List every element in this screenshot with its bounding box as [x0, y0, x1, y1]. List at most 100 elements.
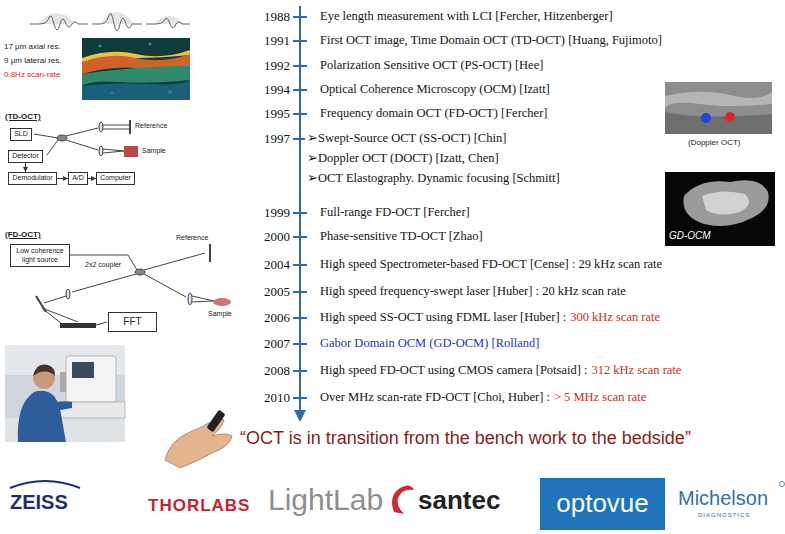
timeline-axis	[293, 291, 307, 293]
detector-box: Detector	[8, 150, 43, 163]
year-label: 1995	[264, 106, 290, 122]
box-label: Detector	[12, 152, 38, 160]
doppler-oct-image	[665, 82, 772, 134]
td-oct-schematic	[99, 146, 103, 156]
arm-label: Reference	[135, 122, 167, 130]
company-logo: Michelson	[678, 486, 768, 510]
td-oct-schematic	[103, 125, 129, 126]
schematic-title: (FD-OCT)	[5, 230, 41, 240]
timeline-axis	[293, 6, 307, 422]
timeline-axis	[293, 65, 307, 67]
fd-oct-schematic	[209, 244, 211, 262]
td-oct-schematic	[124, 146, 138, 157]
event-text: Polarization Sensitive OCT (PS-OCT) [Hee…	[320, 58, 543, 73]
light-source-box: Low coherence light source	[10, 244, 70, 267]
signal-arrow	[88, 178, 96, 179]
electronics-box: Computer	[96, 172, 135, 185]
company-logo: santec	[418, 485, 500, 516]
event-text: High speed SS-OCT using FDML laser [Hube…	[320, 310, 566, 325]
td-oct-schematic	[66, 128, 98, 136]
doppler-oct-image	[701, 113, 711, 123]
retina-oct-image	[168, 90, 172, 94]
timeline-axis	[293, 40, 307, 42]
gd-ocm-image	[665, 172, 775, 246]
fd-oct-schematic	[96, 322, 107, 325]
year-label: 1997	[264, 131, 290, 147]
retina-oct-image	[82, 38, 190, 100]
retina-oct-image	[149, 43, 152, 46]
timeline-axis	[293, 397, 307, 399]
event-text: High speed frequency-swept laser [Huber]…	[320, 284, 626, 299]
company-logo: THORLABS	[148, 496, 250, 516]
timeline-axis	[293, 317, 307, 319]
box-label: Demodulator	[12, 174, 52, 182]
interference-waveform	[30, 16, 88, 30]
year-label: 2007	[264, 336, 290, 352]
handheld-probe-photo	[206, 410, 225, 433]
timeline-axis	[293, 89, 307, 91]
year-label: 1992	[264, 58, 290, 74]
quote-text: “OCT is in transition from the bench wor…	[240, 428, 691, 450]
interference-waveform	[146, 18, 190, 28]
clinical-photo	[5, 345, 125, 442]
fd-oct-schematic	[192, 296, 214, 301]
td-oct-schematic	[103, 149, 124, 151]
timeline-axis	[293, 16, 307, 18]
company-logo: ZEISS	[10, 490, 68, 514]
company-logo-subtitle: DIAGNOSTICS	[698, 512, 750, 519]
arm-label: Sample	[208, 310, 232, 318]
box-label: optovue	[556, 488, 649, 519]
doppler-oct-image	[725, 112, 735, 122]
year-label: 1999	[264, 205, 290, 221]
company-logo: LightLab	[268, 482, 383, 518]
resolution-note: 9 μm lateral res.	[4, 56, 62, 66]
fd-oct-schematic	[213, 298, 231, 306]
clinical-photo	[60, 372, 66, 392]
clinical-photo	[72, 362, 94, 378]
resolution-note: 17 μm axial res.	[4, 42, 61, 52]
logo-marks	[392, 485, 414, 514]
scan-rate-highlight: 312 kHz scan rate	[591, 363, 681, 378]
event-text: Over MHz scan-rate FD-OCT [Choi, Huber] …	[320, 390, 550, 405]
box-label: A/D	[72, 174, 84, 182]
td-oct-schematic	[103, 129, 129, 130]
image-label: GD-OCM	[669, 230, 711, 242]
retina-oct-image	[82, 80, 190, 100]
year-label: 1988	[264, 9, 290, 25]
fd-oct-schematic	[192, 301, 214, 302]
fd-oct-schematic	[188, 293, 192, 305]
gd-ocm-image	[702, 191, 749, 214]
clinical-photo	[18, 391, 66, 442]
event-text: Eye length measurement with LCI [Fercher…	[320, 9, 613, 24]
clinical-photo	[5, 345, 125, 442]
year-label: 2004	[264, 257, 290, 273]
schematic-title: (TD-OCT)	[5, 112, 41, 122]
td-oct-schematic	[47, 140, 58, 155]
event-text: Frequency domain OCT (FD-OCT) [Fercher]	[320, 106, 548, 121]
scan-rate-highlight: 300 kHz scan rate	[570, 310, 660, 325]
light-source-box: SLD	[10, 128, 32, 141]
timeline-axis	[293, 370, 307, 372]
timeline-axis	[293, 264, 307, 266]
timeline-axis	[293, 113, 307, 115]
signal-arrow	[57, 178, 68, 179]
timeline-axis	[293, 17, 307, 398]
fd-oct-schematic	[135, 269, 145, 275]
year-label: 2000	[264, 229, 290, 245]
doppler-oct-image	[665, 82, 772, 134]
gd-ocm-image	[665, 172, 775, 246]
year-label: 1991	[264, 33, 290, 49]
box-label: Low coherence light source	[14, 247, 66, 264]
handheld-probe-photo	[165, 410, 232, 468]
year-label: 2006	[264, 310, 290, 326]
timeline-axis	[293, 236, 307, 238]
event-text: Gabor Domain OCM (GD-OCM) [Rolland]	[320, 336, 539, 351]
td-oct-schematic	[99, 122, 103, 132]
fd-oct-schematic	[144, 253, 205, 270]
logo-marks	[780, 482, 785, 487]
electronics-box: A/D	[68, 172, 88, 185]
year-label: 2010	[264, 390, 290, 406]
component-label: 2x2 coupler	[85, 261, 121, 269]
logo-marks	[10, 481, 80, 488]
